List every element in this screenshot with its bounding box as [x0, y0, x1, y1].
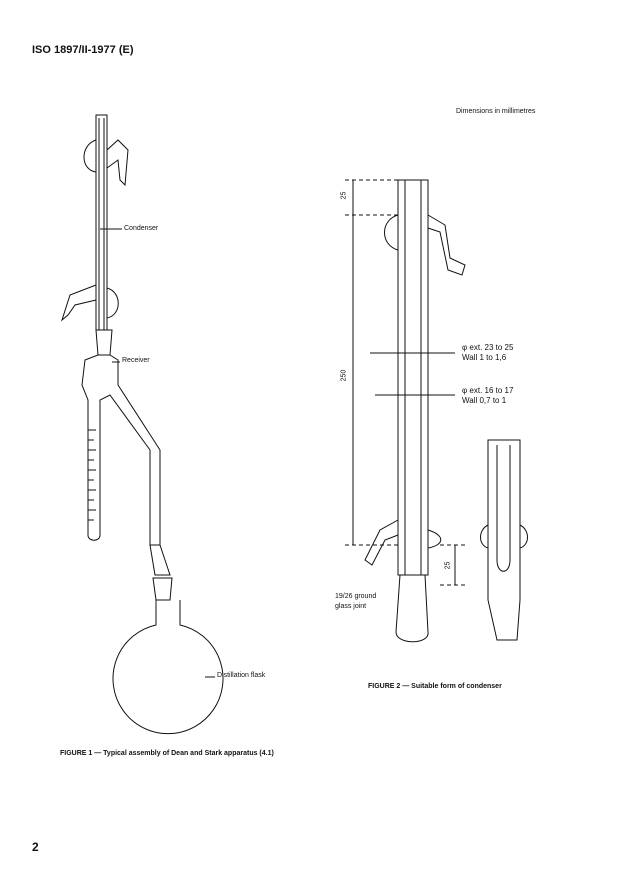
dimensions-note: Dimensions in millimetres: [456, 108, 536, 115]
joint-line2: glass joint: [335, 603, 367, 610]
condenser-label: Condenser: [124, 225, 159, 232]
figure2-caption: FIGURE 2 — Suitable form of condenser: [368, 683, 502, 690]
outer-tube-wall: Wall 1 to 1,6: [462, 353, 507, 362]
outer-tube-diameter: φ ext. 23 to 25: [462, 343, 514, 352]
page-number: 2: [32, 840, 39, 854]
dim-main: 250: [340, 369, 348, 382]
outer-tube-annotation: φ ext. 23 to 25 Wall 1 to 1,6: [462, 343, 513, 363]
figure2-drawing: [345, 179, 528, 643]
dim-bottom: 25: [444, 561, 452, 570]
inner-tube-diameter: φ ext. 16 to 17: [462, 386, 514, 395]
figure1-caption: FIGURE 1 — Typical assembly of Dean and …: [60, 750, 274, 757]
graduation-marks: [88, 429, 96, 521]
standard-header: ISO 1897/II-1977 (E): [32, 44, 134, 56]
joint-line1: 19/26 ground: [335, 593, 377, 600]
joint-annotation: 19/26 ground glass joint: [335, 592, 376, 612]
figure1-drawing: [61, 114, 224, 735]
inner-tube-annotation: φ ext. 16 to 17 Wall 0,7 to 1: [462, 386, 513, 406]
inner-tube-wall: Wall 0,7 to 1: [462, 396, 507, 405]
receiver-label: Receiver: [122, 357, 150, 364]
flask-label: Distillation flask: [217, 672, 266, 679]
dim-top: 25: [340, 191, 348, 200]
